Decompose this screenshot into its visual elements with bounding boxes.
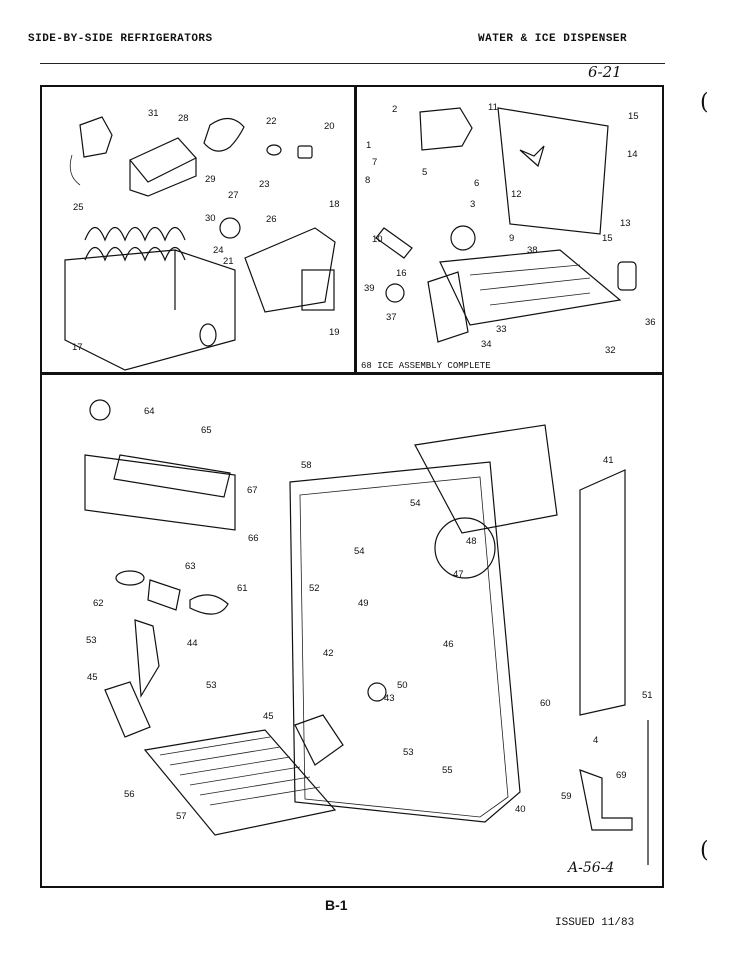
header-rule: [40, 63, 665, 64]
callout-number: 67: [247, 485, 258, 496]
callout-number: 12: [511, 189, 522, 200]
callout-number: 16: [396, 268, 407, 279]
callout-number: 53: [86, 635, 97, 646]
callout-number: 3: [470, 199, 475, 210]
issued-date: ISSUED 11/83: [555, 917, 635, 929]
callout-number: 65: [201, 425, 212, 436]
callout-number: 32: [605, 345, 616, 356]
dispenser-housing-drawing: [84, 399, 649, 865]
callout-number: 31: [148, 108, 159, 119]
callout-number: 52: [309, 583, 320, 594]
callout-number: 22: [266, 116, 277, 127]
callout-number: 47: [453, 569, 464, 580]
callout-number: 33: [496, 324, 507, 335]
callout-number: 45: [87, 672, 98, 683]
callout-number: 4: [593, 735, 598, 746]
panel-dispenser-housing: [40, 373, 664, 888]
callout-number: 49: [358, 598, 369, 609]
callout-number: 64: [144, 406, 155, 417]
callout-number: 46: [443, 639, 454, 650]
binder-hole-mark: (: [700, 90, 709, 115]
callout-number: 53: [403, 747, 414, 758]
callout-number: 26: [266, 214, 277, 225]
callout-number: 36: [645, 317, 656, 328]
callout-number: 34: [481, 339, 492, 350]
callout-number: 30: [205, 213, 216, 224]
callout-number: 55: [442, 765, 453, 776]
binder-hole-mark: (: [700, 838, 709, 863]
callout-number: 15: [628, 111, 639, 122]
handwritten-top-note: 6-21: [588, 63, 622, 81]
callout-number: 69: [616, 770, 627, 781]
callout-number: 48: [466, 536, 477, 547]
callout-number: 63: [185, 561, 196, 572]
callout-number: 25: [73, 202, 84, 213]
callout-number: 44: [187, 638, 198, 649]
callout-number: 17: [72, 342, 83, 353]
callout-number: 1: [366, 140, 371, 151]
callout-number: 58: [301, 460, 312, 471]
callout-number: 39: [364, 283, 375, 294]
callout-number: 14: [627, 149, 638, 160]
callout-number: 11: [488, 102, 498, 113]
ice-assembly-caption: 68 ICE ASSEMBLY COMPLETE: [361, 361, 491, 371]
callout-number: 53: [206, 680, 217, 691]
callout-number: 60: [540, 698, 551, 709]
callout-number: 54: [410, 498, 421, 509]
callout-number: 27: [228, 190, 239, 201]
callout-number: 18: [329, 199, 340, 210]
callout-number: 19: [329, 327, 340, 338]
callout-number: 5: [422, 167, 427, 178]
callout-number: 59: [561, 791, 572, 802]
callout-number: 13: [620, 218, 631, 229]
handwritten-bottom-note: A-56-4: [568, 860, 615, 876]
callout-number: 28: [178, 113, 189, 124]
header-right-title: WATER & ICE DISPENSER: [478, 33, 628, 45]
callout-number: 61: [237, 583, 248, 594]
callout-number: 9: [509, 233, 514, 244]
ice-maker-drawing: [64, 116, 336, 371]
callout-number: 40: [515, 804, 526, 815]
callout-number: 56: [124, 789, 135, 800]
header-left-title: SIDE-BY-SIDE REFRIGERATORS: [28, 33, 213, 45]
callout-number: 54: [354, 546, 365, 557]
callout-number: 6: [474, 178, 479, 189]
callout-number: 23: [259, 179, 270, 190]
callout-number: 41: [603, 455, 614, 466]
callout-number: 51: [642, 690, 653, 701]
callout-number: 7: [372, 157, 377, 168]
callout-number: 57: [176, 811, 187, 822]
callout-number: 50: [397, 680, 408, 691]
page-number: B-1: [325, 897, 348, 913]
callout-number: 10: [372, 234, 383, 245]
callout-number: 66: [248, 533, 259, 544]
callout-number: 45: [263, 711, 274, 722]
callout-number: 62: [93, 598, 104, 609]
callout-number: 29: [205, 174, 216, 185]
callout-number: 15: [602, 233, 613, 244]
callout-number: 21: [223, 256, 234, 267]
callout-number: 8: [365, 175, 370, 186]
ice-assembly-drawing: [375, 107, 637, 343]
callout-number: 38: [527, 245, 538, 256]
callout-number: 20: [324, 121, 335, 132]
callout-number: 42: [323, 648, 334, 659]
callout-number: 2: [392, 104, 397, 115]
callout-number: 43: [384, 693, 395, 704]
callout-number: 24: [213, 245, 224, 256]
callout-number: 37: [386, 312, 397, 323]
